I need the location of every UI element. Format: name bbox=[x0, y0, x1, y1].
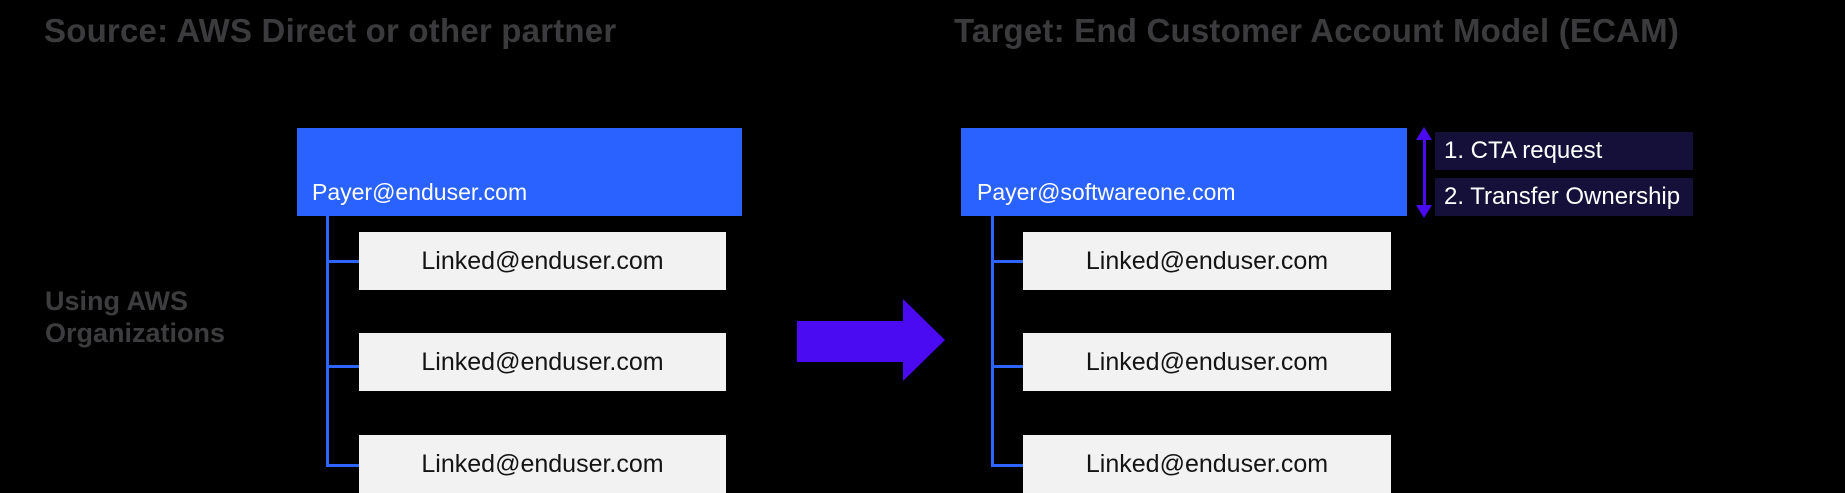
source-linked-account-label-2: Linked@enduser.com bbox=[421, 347, 664, 376]
target-payer-account-label: Payer@softwareone.com bbox=[977, 179, 1236, 205]
ownership-transfer-arrow-down-icon bbox=[1416, 205, 1432, 218]
source-linked-account-box-1: Linked@enduser.com bbox=[359, 232, 726, 290]
step-badge-transfer-ownership: 2. Transfer Ownership bbox=[1435, 178, 1693, 216]
transform-arrow-head-icon bbox=[903, 299, 945, 381]
target-linked-account-label-3: Linked@enduser.com bbox=[1085, 449, 1329, 478]
target-payer-account-box: Payer@softwareone.com bbox=[961, 128, 1407, 216]
target-tree-connector-branch-3 bbox=[991, 464, 1023, 467]
source-linked-account-box-2: Linked@enduser.com bbox=[359, 333, 726, 391]
step-badge-transfer-ownership-label: 2. Transfer Ownership bbox=[1444, 183, 1681, 210]
step-badge-cta-request-label: 1. CTA request bbox=[1444, 137, 1603, 164]
target-linked-account-box-2: Linked@enduser.com bbox=[1023, 333, 1391, 391]
using-aws-organizations-caption: Using AWS Organizations bbox=[45, 286, 226, 348]
target-title: Target: End Customer Account Model (ECAM… bbox=[954, 12, 1680, 49]
target-tree-connector-vertical bbox=[991, 216, 994, 467]
step-badge-cta-request: 1. CTA request bbox=[1435, 132, 1693, 170]
source-tree-connector-vertical bbox=[326, 216, 329, 467]
target-tree-connector-branch-2 bbox=[991, 365, 1023, 368]
target-linked-account-box-3: Linked@enduser.com bbox=[1023, 435, 1391, 493]
ownership-transfer-arrow-up-icon bbox=[1416, 127, 1432, 140]
source-title: Source: AWS Direct or other partner bbox=[44, 12, 617, 49]
source-payer-account-box: Payer@enduser.com bbox=[297, 128, 742, 216]
ownership-transfer-arrow-icon bbox=[1423, 138, 1426, 208]
source-tree-connector-branch-2 bbox=[326, 365, 359, 368]
source-tree-connector-branch-3 bbox=[326, 464, 359, 467]
source-linked-account-label-1: Linked@enduser.com bbox=[421, 246, 664, 275]
target-linked-account-label-2: Linked@enduser.com bbox=[1085, 347, 1329, 376]
source-linked-account-box-3: Linked@enduser.com bbox=[359, 435, 726, 493]
source-payer-account-label: Payer@enduser.com bbox=[312, 179, 528, 205]
source-tree-connector-branch-1 bbox=[326, 260, 359, 263]
target-linked-account-label-1: Linked@enduser.com bbox=[1085, 246, 1329, 275]
source-linked-account-label-3: Linked@enduser.com bbox=[421, 449, 664, 478]
target-tree-connector-branch-1 bbox=[991, 260, 1023, 263]
transform-arrow-icon bbox=[797, 321, 904, 362]
target-linked-account-box-1: Linked@enduser.com bbox=[1023, 232, 1391, 290]
